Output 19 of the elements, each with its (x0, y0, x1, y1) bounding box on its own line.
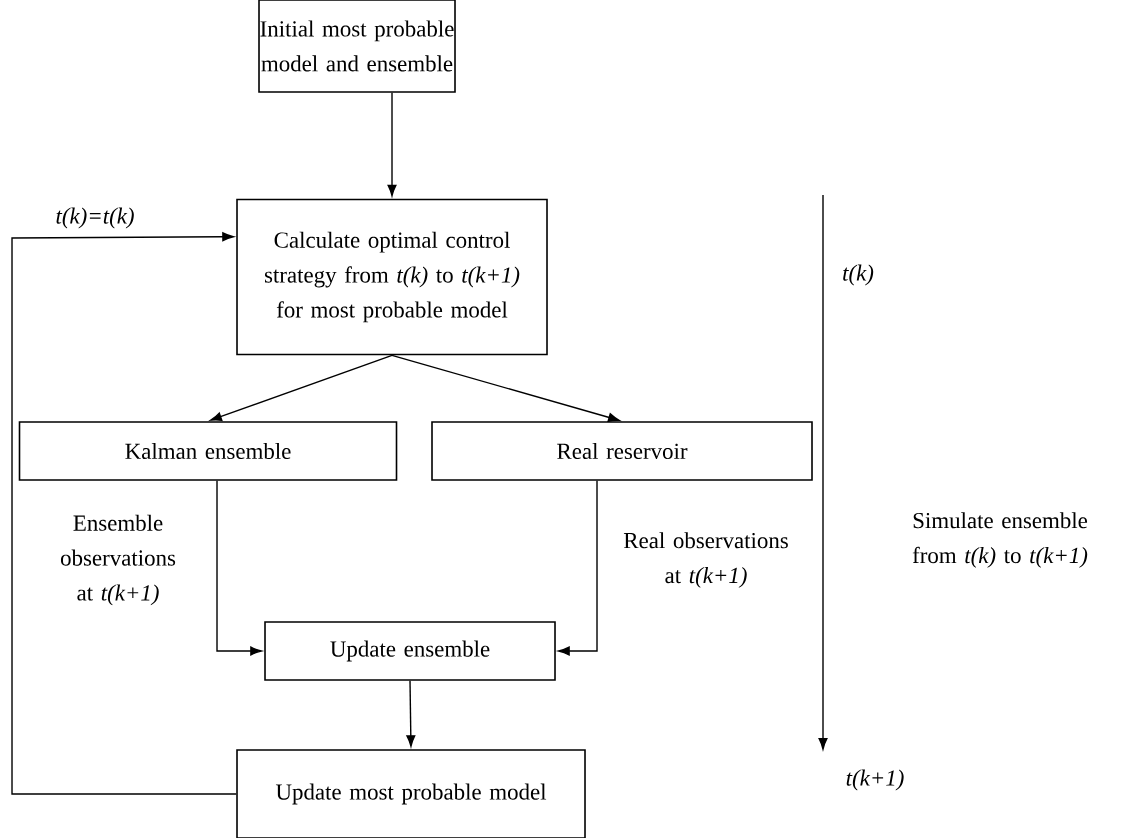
process-box: Calculate optimal control strategy from t(k) to t(k+1) for most probable model (236, 198, 548, 356)
arrow (387, 92, 397, 197)
edge-label: t(k)=t(k) (56, 207, 134, 229)
process-box: Update ensemble (264, 621, 556, 681)
time-label: t(k+1) (846, 769, 904, 791)
edge-label: Real observations at t(k+1) (623, 532, 788, 588)
process-box: Initial most probable model and ensemble (258, 0, 456, 93)
arrow (216, 480, 262, 656)
process-box: Update most probable model (236, 749, 586, 838)
process-box: Kalman ensemble (18, 421, 398, 481)
arrow (210, 354, 393, 421)
arrow (558, 480, 598, 656)
arrow (11, 232, 237, 795)
arrow (391, 354, 620, 422)
edge-label: Ensemble observations at t(k+1) (60, 514, 176, 606)
process-box: Real reservoir (431, 421, 813, 481)
annotation-text: Simulate ensemble from t(k) to t(k+1) (912, 512, 1088, 568)
time-label: t(k) (843, 264, 874, 286)
arrow (406, 680, 416, 747)
